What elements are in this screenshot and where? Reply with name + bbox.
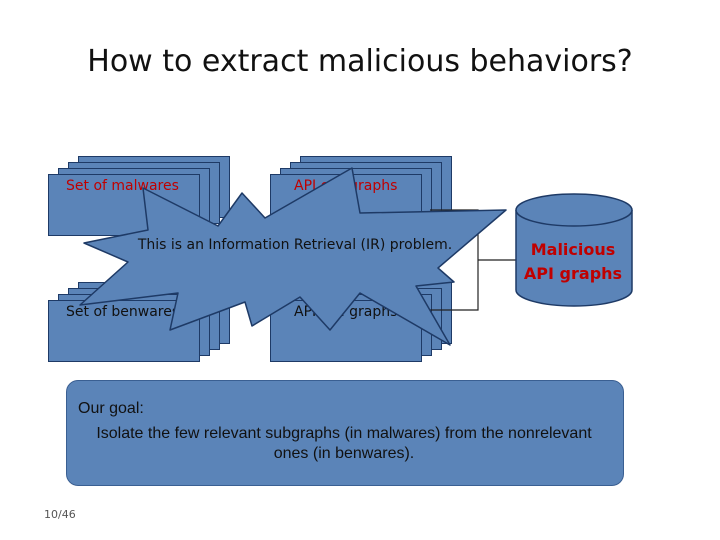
slide-title: How to extract malicious behaviors? bbox=[87, 44, 633, 79]
page-number: 10/46 bbox=[44, 508, 76, 521]
explosion-burst-shape bbox=[79, 167, 507, 346]
goal-heading: Our goal: bbox=[78, 400, 144, 417]
goal-box bbox=[66, 380, 624, 486]
database-cylinder-icon bbox=[515, 193, 633, 307]
malware-set-label: Set of malwares bbox=[66, 178, 179, 194]
benware-set-label: Set of benwares bbox=[66, 304, 180, 320]
goal-body-text: Isolate the few relevant subgraphs (in m… bbox=[96, 425, 592, 462]
cylinder-label: Malicious API graphs bbox=[523, 240, 623, 283]
ir-problem-text: This is an Information Retrieval (IR) pr… bbox=[137, 237, 453, 253]
